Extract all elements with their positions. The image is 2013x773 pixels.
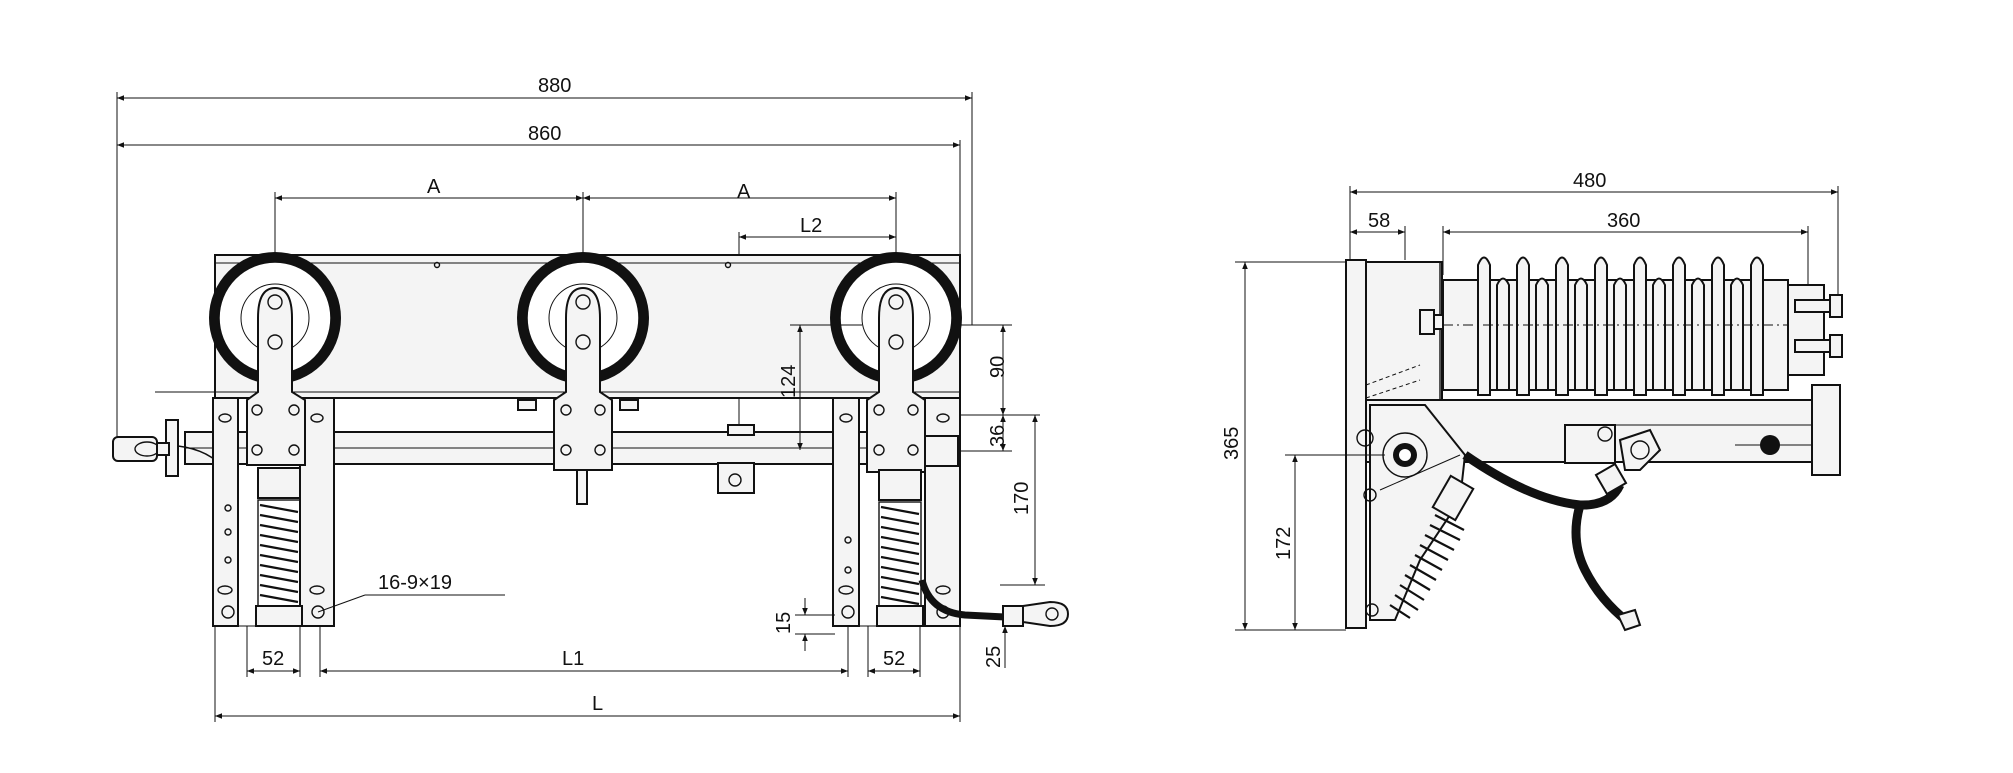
dim-480: 480 (1349, 170, 1839, 295)
dim-480-label: 480 (1573, 170, 1606, 192)
dim-365-label: 365 (1221, 427, 1243, 460)
dim-170-label: 170 (1011, 482, 1033, 515)
side-view: 480 58 360 (1221, 170, 1843, 632)
dim-bottom: 52 L1 52 L (214, 626, 961, 722)
dim-l2-label: L2 (800, 215, 822, 237)
hole-callout: 16-9×19 (317, 572, 505, 613)
dim-860: 860 (117, 123, 961, 260)
dim-124-label: 124 (778, 365, 800, 398)
insulator-center (517, 252, 649, 471)
dim-l-label: L (592, 693, 603, 715)
insulator-right (830, 252, 962, 473)
dim-15: 15 (773, 598, 835, 651)
dim-360-label: 360 (1607, 210, 1640, 232)
dim-25: 25 (983, 626, 1008, 668)
dim-58-360: 58 360 (1350, 210, 1809, 285)
dim-172: 172 (1273, 454, 1385, 630)
left-frame (212, 397, 335, 627)
side-blade (1462, 428, 1662, 632)
dim-172-label: 172 (1273, 527, 1295, 560)
insulator-end-fitting (1787, 284, 1825, 376)
ribbed-insulator (1442, 256, 1790, 396)
side-spring (1389, 474, 1475, 619)
insulator-left (209, 252, 341, 466)
hole-callout-label: 16-9×19 (378, 572, 452, 594)
dim-365: 365 (1221, 261, 1346, 631)
side-mounting-plate (1345, 259, 1367, 629)
dim-880-label: 880 (538, 75, 571, 97)
dim-25-label: 25 (983, 646, 1005, 668)
front-view: 880 860 A A L2 (112, 75, 1070, 722)
dim-90-label: 90 (987, 356, 1009, 378)
right-frame (832, 397, 961, 627)
dim-l1-label: L1 (562, 648, 584, 670)
left-lever (112, 419, 226, 485)
dim-124: 124 (778, 324, 862, 450)
dim-a-left-label: A (427, 176, 441, 198)
dim-58-label: 58 (1368, 210, 1390, 232)
grounding-cable (918, 578, 1070, 628)
dim-15-label: 15 (773, 612, 795, 634)
dim-880: 880 (116, 75, 973, 440)
dim-36-label: 36 (987, 425, 1009, 447)
dim-a-right-label: A (737, 181, 751, 203)
dim-right-vertical: 90 36 170 (960, 324, 1045, 586)
dim-52-left-label: 52 (262, 648, 284, 670)
spring-right (876, 469, 924, 627)
dim-a: A A (274, 176, 897, 255)
dim-52-right-label: 52 (883, 648, 905, 670)
center-bracket (717, 462, 755, 494)
spring-left (255, 467, 303, 627)
dim-860-label: 860 (528, 123, 561, 145)
